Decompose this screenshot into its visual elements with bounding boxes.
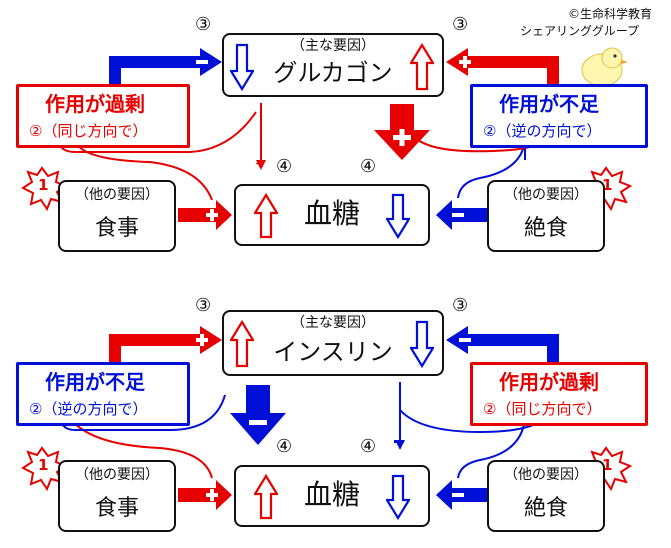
step-3-marker: ③ — [452, 14, 469, 35]
step-1-marker: 1 — [602, 176, 613, 194]
credit-group: シェアリンググループ — [520, 24, 640, 38]
top-main-down-arrow — [374, 104, 430, 160]
factor-box-fasting: （他の要因） 絶食 — [487, 180, 605, 252]
bottom-left-feedback-arrow — [109, 326, 222, 365]
condition-box-deficient: 作用が不足 ②（逆の方向で） — [470, 84, 648, 148]
step-3-marker: ③ — [195, 14, 212, 35]
step-3-marker: ③ — [195, 295, 212, 316]
hormone-name: グルカゴン — [273, 59, 393, 87]
hormone-box: （主な要因） インスリン — [222, 310, 444, 376]
step-4-marker: ④ — [276, 156, 293, 177]
top-fasting-arrow — [436, 200, 488, 230]
up-arrow-outline-icon — [254, 474, 278, 520]
up-arrow-outline-icon — [230, 320, 254, 368]
condition-box-excess: 作用が過剰 ②（同じ方向で） — [16, 84, 190, 148]
svg-text:+: + — [255, 157, 264, 170]
factor-box-fasting: （他の要因） 絶食 — [487, 460, 605, 532]
factor-name: 食事 — [94, 216, 139, 241]
condition-title: 作用が過剰 — [45, 92, 145, 116]
bottom-main-down-arrow — [230, 385, 286, 445]
up-arrow-outline-icon — [410, 43, 434, 91]
blood-sugar-box: 血糖 — [234, 184, 430, 246]
blood-sugar-label: 血糖 — [303, 197, 360, 230]
step-4-marker: ④ — [360, 436, 377, 457]
chick-mascot-icon — [581, 47, 628, 95]
hormone-box: （主な要因） グルカゴン — [222, 33, 444, 97]
burst-star-icon — [21, 446, 69, 492]
step-3-marker: ③ — [452, 295, 469, 316]
factor-name: 絶食 — [523, 496, 568, 521]
hormone-name: インスリン — [273, 338, 393, 366]
top-right-feedback-arrow — [446, 48, 559, 88]
condition-title: 作用が不足 — [45, 370, 145, 394]
blood-sugar-label: 血糖 — [303, 478, 360, 511]
bottom-fasting-arrow — [436, 480, 488, 510]
factor-caption: （他の要因） — [504, 187, 588, 203]
bottom-right-feedback-arrow — [446, 326, 559, 365]
factor-box-food: （他の要因） 食事 — [58, 180, 176, 252]
hormone-caption: （主な要因） — [291, 315, 375, 331]
up-arrow-outline-icon — [254, 193, 278, 239]
top-food-arrow — [178, 200, 232, 230]
step-1-marker: 1 — [38, 176, 49, 194]
factor-name: 食事 — [94, 496, 139, 521]
minus-sign — [196, 60, 208, 64]
condition-title: 作用が過剰 — [499, 370, 599, 394]
burst-star-icon — [21, 166, 69, 212]
hormone-caption: （主な要因） — [291, 38, 375, 54]
condition-subtitle: ②（同じ方向で） — [483, 400, 602, 418]
step-1-marker: 1 — [38, 456, 49, 474]
condition-box-excess: 作用が過剰 ②（同じ方向で） — [470, 362, 648, 426]
step-4-marker: ④ — [276, 436, 293, 457]
down-arrow-outline-icon — [230, 43, 254, 91]
top-left-feedback-arrow — [109, 48, 222, 88]
credit-org: ©生命科学教育 — [568, 7, 653, 21]
factor-caption: （他の要因） — [75, 187, 159, 203]
condition-subtitle: ②（逆の方向で） — [483, 122, 602, 140]
bottom-food-arrow — [178, 480, 232, 510]
down-arrow-outline-icon — [386, 193, 410, 239]
factor-caption: （他の要因） — [504, 467, 588, 483]
condition-subtitle: ②（同じ方向で） — [29, 122, 148, 140]
down-arrow-outline-icon — [410, 320, 434, 368]
step-1-marker: 1 — [602, 456, 613, 474]
condition-subtitle: ②（逆の方向で） — [29, 400, 148, 418]
condition-title: 作用が不足 — [499, 92, 599, 116]
factor-caption: （他の要因） — [75, 467, 159, 483]
factor-name: 絶食 — [523, 216, 568, 241]
blood-sugar-box: 血糖 — [234, 465, 430, 527]
down-arrow-outline-icon — [386, 474, 410, 520]
factor-box-food: （他の要因） 食事 — [58, 460, 176, 532]
step-4-marker: ④ — [360, 156, 377, 177]
condition-box-deficient: 作用が不足 ②（逆の方向で） — [16, 362, 190, 426]
